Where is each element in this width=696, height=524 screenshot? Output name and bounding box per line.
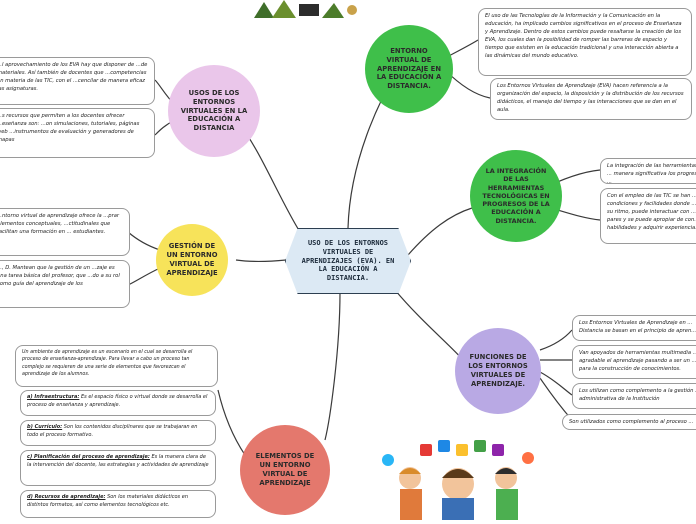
central-topic-title: USO DE LOS ENTORNOS VIRTUALES DE APRENDI… — [301, 239, 395, 283]
node-elementos-label: ELEMENTOS DE UN ENTORNO VIRTUAL DE APREN… — [255, 452, 315, 487]
node-integracion-label: LA INTEGRACIÓN DE LAS HERRAMIENTAS TECNO… — [482, 166, 550, 225]
node-usos-label: USOS DE LOS ENTORNOS VIRTUALES EN LA EDU… — [180, 88, 248, 133]
node-funciones-label: FUNCIONES DE LOS ENTORNOS VIRTUALES DE A… — [468, 353, 528, 388]
text-entorno-2: Los Entornos Virtuales de Aprendizaje (E… — [490, 78, 692, 120]
elementos-item-c-label: c) Planificación del proceso de aprendiz… — [27, 454, 150, 460]
node-entorno-label: ENTORNO VIRTUAL DE APRENDIZAJE EN LA EDU… — [376, 46, 442, 91]
header-illustration — [244, 0, 364, 18]
node-gestion-label: GESTIÓN DE UN ENTORNO VIRTUAL DE APRENDI… — [166, 242, 218, 277]
text-elementos-intro: Un ambiente de aprendizaje es un escenar… — [15, 345, 218, 387]
text-integracion-1: La integración de las herramientas ... m… — [600, 158, 696, 184]
text-gestion-2: ..., D. Mantean que la gestión de un ...… — [0, 260, 130, 308]
text-usos-1: ...l aprovechamiento de los EVA hay que … — [0, 57, 155, 105]
elementos-item-b-text: Son los contenidos disciplinares que se … — [27, 424, 198, 438]
text-entorno-1: El uso de las Tecnologías de la Informac… — [478, 8, 692, 76]
text-usos-2: ...s recursos que permiten a los docente… — [0, 108, 155, 158]
technology-people-illustration — [380, 438, 536, 520]
text-funciones-3: Los utilizan como complemento a la gesti… — [572, 383, 696, 409]
link-central-funciones — [394, 289, 466, 363]
node-usos[interactable]: USOS DE LOS ENTORNOS VIRTUALES EN LA EDU… — [168, 65, 260, 157]
link-elementos-text — [217, 389, 246, 456]
elementos-item-b: b) Currículo: Son los contenidos discipl… — [20, 420, 216, 446]
link-funciones-text3 — [539, 371, 573, 396]
elementos-item-d-text: Son los materiales didácticos en distint… — [27, 494, 188, 508]
link-central-gestion — [235, 259, 287, 263]
elementos-item-b-label: b) Currículo: — [27, 424, 63, 430]
link-funciones-text1 — [539, 329, 573, 351]
elementos-item-a-text: Es el espacio físico o virtual donde se … — [27, 394, 208, 408]
text-gestion-1: ...ntorno virtual de aprendizaje ofrece … — [0, 208, 130, 256]
node-gestion[interactable]: GESTIÓN DE UN ENTORNO VIRTUAL DE APRENDI… — [156, 224, 228, 296]
central-topic[interactable]: USO DE LOS ENTORNOS VIRTUALES DE APRENDI… — [285, 228, 411, 294]
elementos-item-a-label: a) Infraestructura: — [27, 394, 80, 400]
text-funciones-1: Los Entornos Virtuales de Aprendizaje en… — [572, 315, 696, 341]
link-central-elementos — [324, 291, 341, 441]
node-funciones[interactable]: FUNCIONES DE LOS ENTORNOS VIRTUALES DE A… — [455, 328, 541, 414]
elementos-item-c-text: Es la manera clara de la intervención de… — [27, 454, 209, 468]
node-integracion[interactable]: LA INTEGRACIÓN DE LAS HERRAMIENTAS TECNO… — [470, 150, 562, 242]
text-integracion-2: Con el empleo de las TIC se han ... cond… — [600, 188, 696, 244]
elementos-item-d-label: d) Recursos de aprendizaje: — [27, 494, 106, 500]
link-central-usos — [239, 124, 301, 233]
text-funciones-2: Van apoyados de herramientas multimedia … — [572, 345, 696, 379]
elementos-item-d: d) Recursos de aprendizaje: Son los mate… — [20, 490, 216, 518]
node-elementos[interactable]: ELEMENTOS DE UN ENTORNO VIRTUAL DE APREN… — [240, 425, 330, 515]
text-funciones-4: Son utilizados como complemento al proce… — [562, 414, 696, 430]
elementos-item-a: a) Infraestructura: Es el espacio físico… — [20, 390, 216, 416]
elementos-item-c: c) Planificación del proceso de aprendiz… — [20, 450, 216, 486]
node-entorno[interactable]: ENTORNO VIRTUAL DE APRENDIZAJE EN LA EDU… — [365, 25, 453, 113]
link-central-integracion — [407, 207, 473, 256]
